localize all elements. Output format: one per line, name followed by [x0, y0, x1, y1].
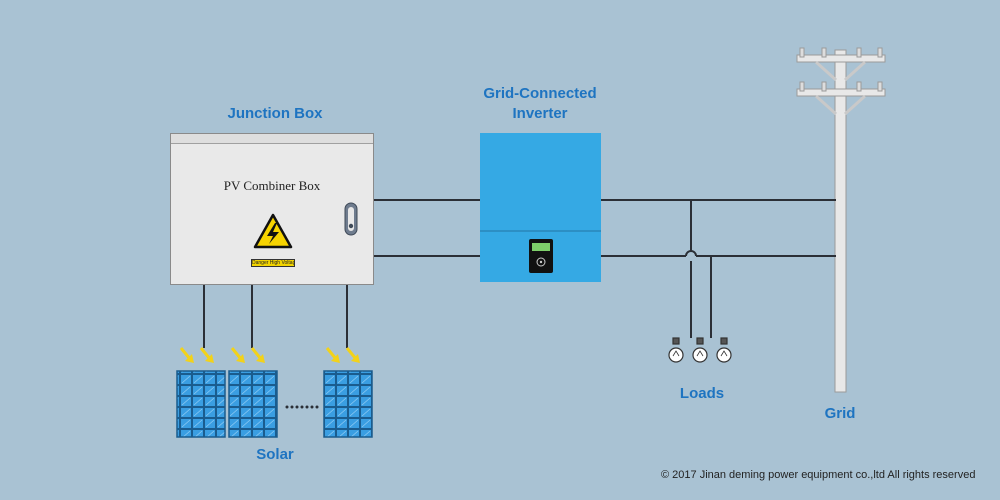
- inverter-label: Grid-Connected Inverter: [483, 85, 597, 122]
- combiner-box-lid: [171, 134, 373, 144]
- grid-connected-inverter: [480, 133, 601, 282]
- loads-label: Loads: [679, 385, 725, 402]
- solar-label: Solar: [256, 446, 294, 463]
- light-bulb-icon: [668, 337, 732, 363]
- bulb-filaments: [672, 350, 728, 357]
- inverter-display-icon: [529, 239, 553, 273]
- door-latch-icon: [344, 202, 358, 236]
- combiner-box-title: PV Combiner Box: [223, 178, 321, 193]
- grid-label: Grid: [824, 405, 856, 422]
- junction-box-label: Junction Box: [227, 105, 323, 122]
- sun-ray-icon: [179, 346, 362, 365]
- inverter-seam: [480, 230, 601, 232]
- high-voltage-warning-icon: [253, 213, 293, 249]
- pv-combiner-box: PV Combiner Box Danger High Voltage: [170, 133, 374, 285]
- solar-panel: [176, 370, 373, 438]
- utility-pole-icon: [796, 47, 886, 393]
- panel-ellipsis: [285, 405, 319, 409]
- copyright-footer: © 2017 Jinan deming power equipment co.,…: [661, 469, 976, 481]
- danger-high-voltage-label: Danger High Voltage: [251, 259, 295, 267]
- wires: [203, 199, 836, 348]
